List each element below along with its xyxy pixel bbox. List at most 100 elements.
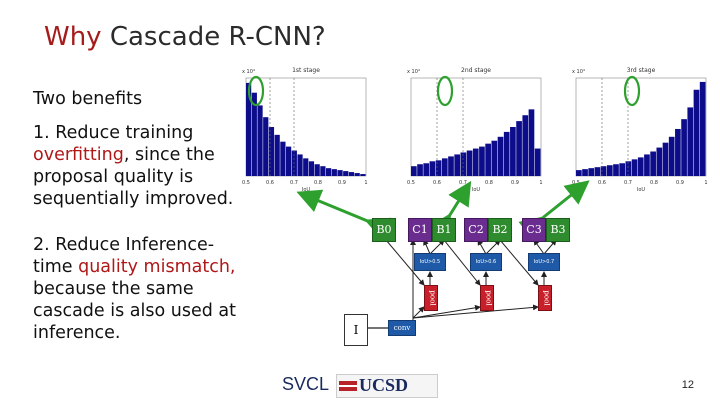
svcl-logo-text: SVCL	[282, 374, 330, 394]
highlight-ellipse	[623, 75, 641, 107]
x-tick-label: 0.9	[338, 180, 346, 186]
x-tick-label: 0.8	[485, 180, 493, 186]
conv-pool2-line	[412, 304, 481, 319]
h3-c3-line	[533, 239, 545, 255]
benefit-1-line-1: 1. Reduce training	[33, 123, 194, 143]
b0-box: B0	[372, 218, 396, 242]
ucsd-emblem-icon	[339, 381, 357, 391]
benefit-2-line-5: inference.	[33, 323, 121, 343]
histogram-bar	[485, 143, 491, 176]
histogram-bar	[251, 92, 257, 176]
histogram-bar	[268, 127, 275, 176]
arrow-b0-hist1	[296, 189, 392, 240]
histogram-bar	[576, 170, 582, 176]
page-number: 12	[681, 379, 694, 391]
histogram-bar	[423, 163, 430, 176]
x-tick-label: 0.5	[242, 180, 250, 186]
histogram-bar	[308, 161, 315, 176]
h2-b2-line	[485, 239, 501, 255]
b0-pool1-line	[385, 239, 425, 286]
histogram-bar	[354, 173, 360, 176]
histogram-bar	[472, 148, 479, 176]
benefit-1-line-3: proposal quality is	[33, 167, 194, 187]
histogram-bar	[582, 169, 588, 176]
histogram-bar	[497, 136, 504, 176]
quality-mismatch-text: quality mismatch,	[78, 257, 236, 277]
pool-2-label: pool	[484, 290, 493, 306]
histogram-bar	[337, 170, 343, 176]
benefit-1-line-4: sequentially improved.	[33, 189, 234, 209]
histogram-bar	[257, 105, 263, 176]
benefit-1-line-2-rest: , since the	[123, 145, 215, 165]
histogram-bar	[675, 128, 681, 176]
histogram-bar	[625, 161, 632, 176]
histogram-bar	[662, 142, 669, 176]
conv-box: conv	[388, 320, 416, 336]
benefit-1: 1. Reduce training overfitting, since th…	[33, 122, 233, 210]
c3-box: C3	[522, 218, 546, 242]
pool-3-label: pool	[542, 290, 551, 306]
pool-2-box: pool	[480, 285, 494, 311]
histogram-bar	[619, 163, 626, 176]
x-axis-label: IoU	[472, 187, 481, 193]
histogram-bar	[693, 89, 700, 176]
histogram-bar	[510, 127, 516, 176]
pool-1-label: pool	[428, 290, 437, 306]
head-h1-box: IoU>0.5	[414, 253, 446, 271]
x-tick-label: 0.9	[676, 180, 684, 186]
histogram-bar	[246, 82, 252, 176]
histogram-bar	[360, 174, 366, 176]
highlight-ellipse	[436, 75, 454, 107]
h2-c2-line	[477, 239, 487, 255]
histogram-bar	[503, 131, 510, 176]
benefit-2-line-2: time quality mismatch,	[33, 256, 236, 278]
x-tick-label: 0.8	[314, 180, 322, 186]
arrow-b2-hist3	[518, 180, 590, 241]
h1-c1-line	[423, 239, 431, 255]
benefit-1-line-2: overfitting, since the	[33, 144, 233, 166]
histogram-bar	[466, 150, 473, 176]
x-axis-label: IoU	[637, 187, 646, 193]
x-tick-label: 0.6	[266, 180, 274, 186]
arrow-b1-hist2	[428, 180, 472, 240]
x-tick-label: 0.7	[290, 180, 298, 186]
histogram-bar	[656, 147, 663, 176]
histogram-bar	[411, 166, 417, 176]
histogram-bar	[644, 154, 650, 176]
b3-box: B3	[546, 218, 570, 242]
histogram-bar	[687, 107, 694, 176]
x-tick-label: 0.9	[511, 180, 519, 186]
histogram-bar	[528, 109, 535, 176]
pool-1-box: pool	[424, 285, 438, 311]
x-tick-label: 0.6	[598, 180, 606, 186]
histogram-bar	[291, 150, 297, 176]
histogram-bar	[435, 160, 442, 176]
x-tick-label: 0.7	[624, 180, 632, 186]
scale-label: x 10⁴	[407, 69, 420, 75]
histogram-bar	[286, 146, 292, 176]
histogram-bar	[331, 169, 337, 176]
title-prefix: Why	[44, 22, 102, 52]
benefit-2-line-1: 2. Reduce Inference-	[33, 235, 215, 255]
x-tick-label: 1	[364, 180, 367, 186]
histogram-bar	[650, 151, 656, 176]
histogram-bar	[448, 156, 454, 176]
benefit-2-line-2-prefix: time	[33, 257, 79, 277]
histogram-bar	[263, 117, 269, 176]
ucsd-logo: UCSD	[336, 374, 438, 398]
histogram-bar	[417, 164, 423, 176]
histogram-bar	[516, 121, 522, 176]
histogram-bar	[534, 148, 541, 176]
highlight-ellipse	[247, 75, 265, 107]
histogram-bar	[274, 134, 280, 176]
spacer	[500, 186, 520, 218]
histogram-bar	[343, 171, 349, 176]
histogram-bar	[606, 165, 613, 176]
h3-b3-line	[543, 239, 557, 255]
x-tick-label: 0.8	[650, 180, 658, 186]
histogram-bar	[348, 172, 355, 176]
histogram-bar	[479, 146, 485, 176]
c1-box: C1	[408, 218, 432, 242]
histogram-bar	[454, 154, 461, 176]
image-box: I	[344, 314, 368, 346]
